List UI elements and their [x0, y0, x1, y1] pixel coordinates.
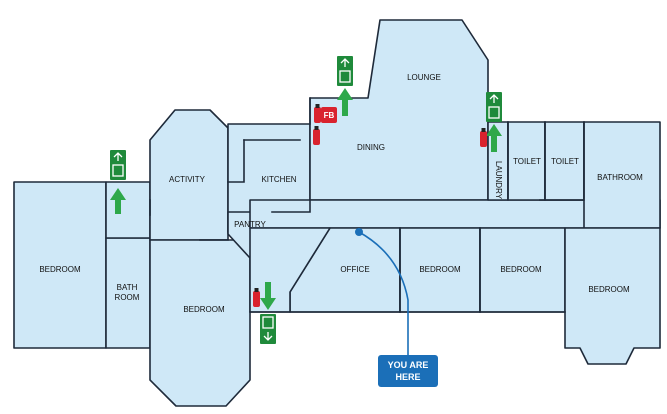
fire-extinguisher-icon [313, 126, 320, 145]
label-office: OFFICE [340, 265, 369, 274]
exit-arrow-icon [260, 282, 276, 310]
exit-sign-icon [110, 150, 126, 180]
exit-arrow-icon [337, 88, 353, 116]
label-bedroom-center: BEDROOM [183, 305, 225, 314]
you-are-here-line1: YOU ARE [388, 360, 429, 370]
label-pantry: PANTRY [234, 220, 266, 229]
room-bedroom-center [149, 239, 251, 407]
fire-extinguisher-icon [314, 104, 321, 123]
inner-walls [149, 97, 585, 313]
label-dining: DINING [357, 143, 385, 152]
exit-sign-icon [337, 56, 353, 86]
you-are-here-line2: HERE [395, 372, 420, 382]
you-are-here-label: YOU ARE HERE [378, 355, 438, 387]
room-bedroom-right [564, 227, 661, 365]
label-bedroom-left: BEDROOM [39, 265, 81, 274]
exit-sign-icon [260, 314, 276, 344]
label-lounge: LOUNGE [407, 73, 441, 82]
label-bedroom-right: BEDROOM [588, 285, 630, 294]
fire-blanket-icon: FB [321, 107, 337, 123]
corridor-left [105, 181, 151, 239]
label-bath-line2: ROOM [115, 293, 140, 302]
label-bedroom-mid-2: BEDROOM [500, 265, 542, 274]
exit-arrow-icon [110, 188, 126, 214]
label-laundry: LAUNDRY [494, 161, 503, 200]
exit-arrow-icon [486, 124, 502, 152]
label-activity: ACTIVITY [169, 175, 206, 184]
you-are-here-pin-icon [355, 228, 409, 355]
fire-blanket-label: FB [324, 111, 335, 120]
exit-sign-icon [486, 92, 502, 122]
label-bedroom-mid-1: BEDROOM [419, 265, 461, 274]
label-bathroom: BATHROOM [597, 173, 643, 182]
label-toilet-1: TOILET [513, 157, 541, 166]
label-toilet-2: TOILET [551, 157, 579, 166]
label-bath-line1: BATH [117, 283, 138, 292]
fire-extinguisher-icon [253, 288, 260, 307]
label-kitchen: KITCHEN [261, 175, 296, 184]
fire-extinguisher-icon [480, 128, 487, 147]
